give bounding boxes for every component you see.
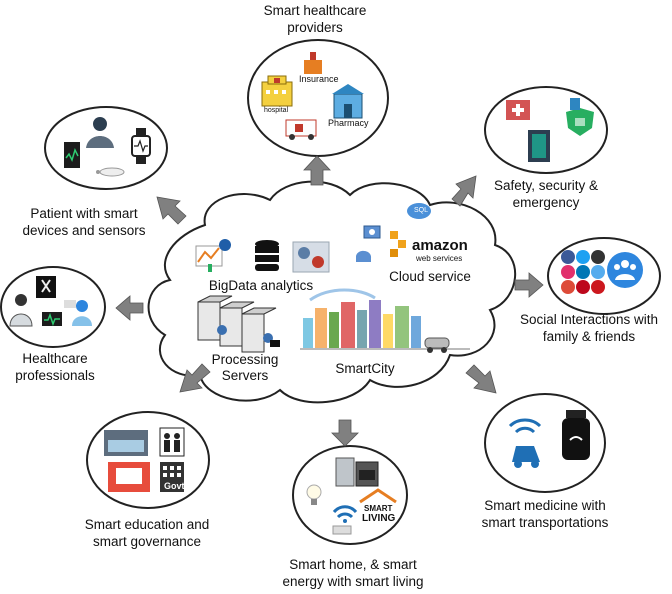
- arrow-up: [303, 155, 331, 186]
- smart-living-text-1: SMART: [364, 504, 393, 513]
- sensor-patch-icon: [96, 167, 125, 177]
- cloud-service-label: Cloud service: [389, 269, 471, 284]
- arrow-left: [115, 295, 144, 321]
- tablet-icon: [64, 142, 80, 168]
- ambulance-icon: [285, 119, 317, 140]
- home-label-2: energy with smart living: [282, 574, 424, 589]
- pharmacy-label: Pharmacy: [328, 118, 369, 128]
- servers-icon: [197, 295, 280, 353]
- healthcare-providers-label-1: Smart healthcare: [263, 3, 367, 18]
- smartcity-skyline: [300, 288, 470, 353]
- patient-doctor-icon: [86, 117, 114, 148]
- social-label-2: family & friends: [542, 329, 636, 344]
- people-group-icon: [607, 252, 643, 288]
- elearning-icon: [108, 462, 150, 492]
- professionals-label-2: professionals: [15, 368, 95, 383]
- gears-icon: [292, 241, 330, 273]
- home-label-1: Smart home, & smart: [289, 557, 417, 572]
- arrow-upright: [451, 175, 477, 207]
- node-ellipse-healthcare-providers: [247, 39, 389, 157]
- classroom-photo: [104, 430, 148, 456]
- govt-label: Govt: [164, 481, 185, 491]
- arrow-down: [331, 419, 359, 447]
- patient-label-2: devices and sensors: [22, 223, 146, 238]
- analytics-chart-icon: [195, 239, 231, 272]
- healthcare-providers-label-2: providers: [287, 20, 343, 35]
- shield-icon: [566, 98, 594, 136]
- cloud-service-icons: [356, 203, 431, 262]
- medicine-label-2: smart transportations: [481, 515, 609, 530]
- hospital-icon: [261, 75, 293, 107]
- lightbulb-icon: [306, 484, 322, 505]
- smart-living-house-icon: [359, 488, 397, 504]
- node-ellipse-professionals: [0, 266, 106, 348]
- arrow-upleft: [156, 196, 187, 225]
- doctor-icon: [9, 294, 33, 327]
- processing-label: Processing: [211, 352, 279, 367]
- xray-icon: [36, 276, 56, 298]
- students-icon: [159, 427, 185, 457]
- wearable-screen-icon: [528, 130, 550, 162]
- pharmacy-icon: [332, 84, 364, 119]
- social-media-icons: [561, 250, 605, 294]
- node-ellipse-education: [86, 411, 210, 509]
- social-label-1: Social Interactions with: [519, 312, 659, 327]
- sql-text: SQL: [414, 207, 429, 214]
- appliances-icon: [335, 457, 379, 487]
- wireless-car-icon: [508, 418, 542, 468]
- smartwatch-icon: [131, 128, 151, 164]
- insurance-icon: [304, 52, 322, 74]
- government-building-icon: [160, 462, 184, 492]
- insurance-label: Insurance: [299, 74, 339, 84]
- first-aid-icon: [506, 100, 530, 120]
- amazon-logo-text: amazon: [412, 237, 468, 254]
- safety-label-2: emergency: [512, 195, 580, 210]
- medicine-label-1: Smart medicine with: [484, 498, 606, 513]
- webservices-logo-text: web services: [416, 254, 463, 263]
- smart-pill-bottle-icon: [562, 410, 590, 460]
- arrow-right: [514, 272, 544, 298]
- hospital-label: hospital: [264, 107, 289, 114]
- patient-label-1: Patient with smart: [30, 206, 138, 221]
- database-icon: [255, 240, 279, 271]
- nurse-icon: [64, 300, 92, 326]
- professionals-label-1: Healthcare: [22, 351, 88, 366]
- smart-living-text-2: LIVING: [362, 513, 396, 524]
- bigdata-analytics-label: BigData analytics: [208, 278, 314, 293]
- servers-label: Servers: [221, 368, 269, 383]
- arrow-downright: [465, 364, 497, 394]
- education-label-1: Smart education and: [84, 517, 210, 532]
- safety-label-1: Safety, security &: [493, 178, 599, 193]
- monitor-icon: [42, 312, 62, 327]
- arrow-downleft: [179, 363, 211, 393]
- smartcity-label: SmartCity: [335, 361, 395, 376]
- thermostat-icon: [332, 525, 352, 535]
- education-label-2: smart governance: [92, 534, 202, 549]
- wifi-icon: [332, 505, 358, 523]
